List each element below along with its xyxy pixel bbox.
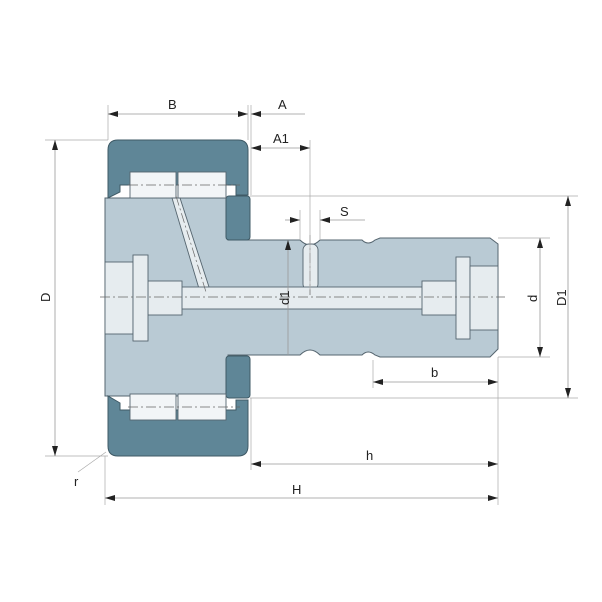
dim-label-d1: d1 [277,291,292,305]
bore-step-right [421,280,457,316]
plug-flange-right [455,256,471,340]
dim-label-d: d [525,295,540,302]
dim-label-B: B [168,97,177,112]
plug-flange-left [132,254,149,342]
dim-label-A: A [278,97,287,112]
radial-lube-hole [302,243,319,291]
hex-socket-right [469,265,499,331]
dim-label-H: H [292,482,301,497]
dim-label-S: S [340,204,349,219]
dim-label-D: D [38,293,53,302]
dim-label-A1: A1 [273,131,289,146]
hex-socket-left [104,261,134,335]
dim-label-h: h [366,448,373,463]
thrust-washer-bottom [225,355,251,399]
dim-label-r: r [74,474,79,489]
thrust-washer-top [225,195,251,241]
bore-step-left [147,280,183,316]
dim-label-D1: D1 [554,289,569,306]
dim-label-b: b [431,365,438,380]
center-bore [149,286,461,310]
